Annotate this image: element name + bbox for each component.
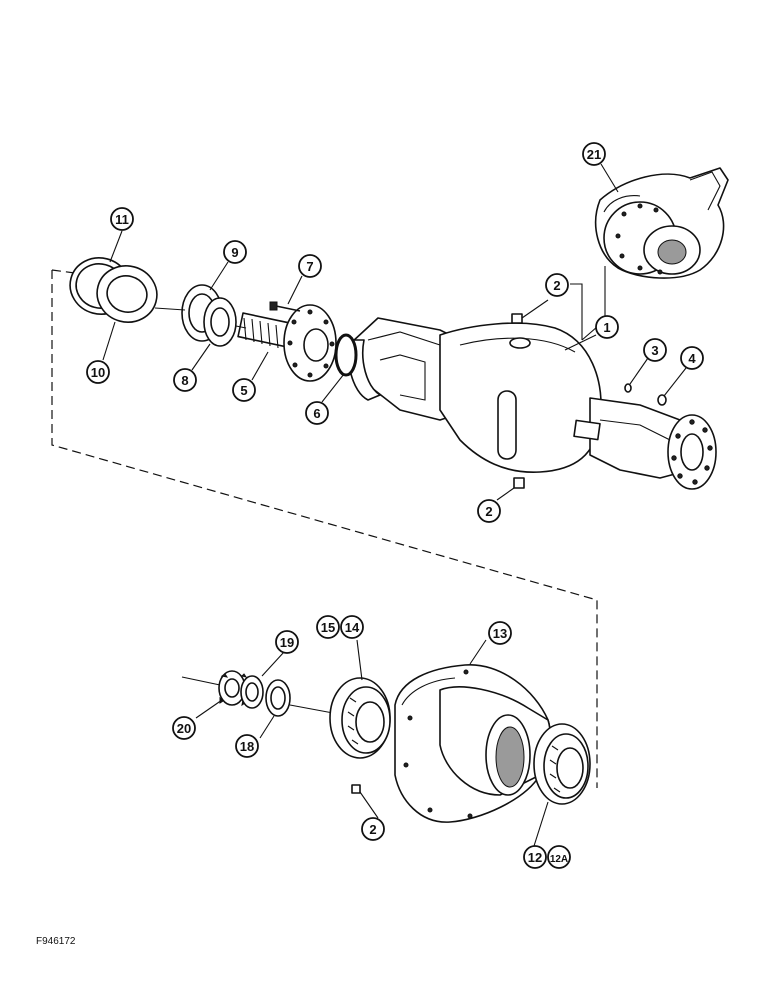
- wheel-hub: [394, 664, 551, 823]
- callout-9: 9: [223, 240, 247, 264]
- svg-text:2: 2: [369, 822, 376, 837]
- svg-text:2: 2: [485, 504, 492, 519]
- seal-rings: [69, 257, 158, 323]
- svg-text:2: 2: [553, 278, 560, 293]
- svg-text:7: 7: [306, 259, 313, 274]
- svg-text:19: 19: [280, 635, 294, 650]
- bolt: [269, 301, 301, 312]
- callout-6: 6: [305, 401, 329, 425]
- callout-5: 5: [232, 378, 256, 402]
- callout-12a: 12A: [547, 845, 571, 869]
- thrust-washer: [265, 679, 291, 717]
- o-ring: [334, 333, 358, 377]
- svg-text:6: 6: [313, 406, 320, 421]
- callout-3: 3: [643, 338, 667, 362]
- svg-text:9: 9: [231, 245, 238, 260]
- svg-text:11: 11: [115, 212, 129, 227]
- leader-lines: [102, 163, 687, 847]
- svg-text:18: 18: [240, 739, 254, 754]
- ring-gear-bolts: [615, 203, 663, 275]
- svg-text:20: 20: [177, 721, 191, 736]
- callout-19: 19: [275, 630, 299, 654]
- callout-2-middle: 2: [477, 499, 501, 523]
- callout-21: 21: [582, 142, 606, 166]
- flange-bolt-holes: [671, 419, 713, 485]
- axle-housing: [347, 317, 717, 490]
- svg-text:12A: 12A: [550, 854, 568, 865]
- callout-2-bottom: 2: [361, 817, 385, 841]
- axle-shaft-hub: [237, 304, 337, 382]
- inner-bearing: [533, 723, 591, 805]
- callout-15: 15: [316, 615, 340, 639]
- callout-12: 12: [523, 845, 547, 869]
- callout-18: 18: [235, 734, 259, 758]
- differential-assembly: [594, 167, 729, 279]
- svg-text:4: 4: [688, 351, 696, 366]
- bearing-cup-cone: [181, 284, 237, 347]
- callout-7: 7: [298, 254, 322, 278]
- svg-text:21: 21: [587, 147, 601, 162]
- callout-4: 4: [680, 346, 704, 370]
- svg-text:14: 14: [345, 620, 360, 635]
- hub-stud-holes: [403, 669, 473, 819]
- plugs: [351, 313, 667, 794]
- callout-8: 8: [173, 368, 197, 392]
- callout-14: 14: [340, 615, 364, 639]
- callout-1: 1: [595, 315, 619, 339]
- callout-13: 13: [488, 621, 512, 645]
- svg-text:1: 1: [603, 320, 610, 335]
- svg-text:5: 5: [240, 383, 247, 398]
- callout-11: 11: [110, 207, 134, 231]
- svg-text:3: 3: [651, 343, 658, 358]
- svg-text:12: 12: [528, 850, 542, 865]
- outer-bearing: [329, 677, 391, 759]
- figure-code: F946172: [36, 936, 76, 947]
- svg-text:10: 10: [91, 365, 105, 380]
- svg-text:8: 8: [181, 373, 188, 388]
- callout-2-top: 2: [545, 273, 569, 297]
- hub-bolt-holes: [287, 309, 335, 378]
- svg-text:15: 15: [321, 620, 335, 635]
- callout-20: 20: [172, 716, 196, 740]
- svg-text:13: 13: [493, 626, 507, 641]
- lock-washer: [240, 675, 264, 709]
- callout-10: 10: [86, 360, 110, 384]
